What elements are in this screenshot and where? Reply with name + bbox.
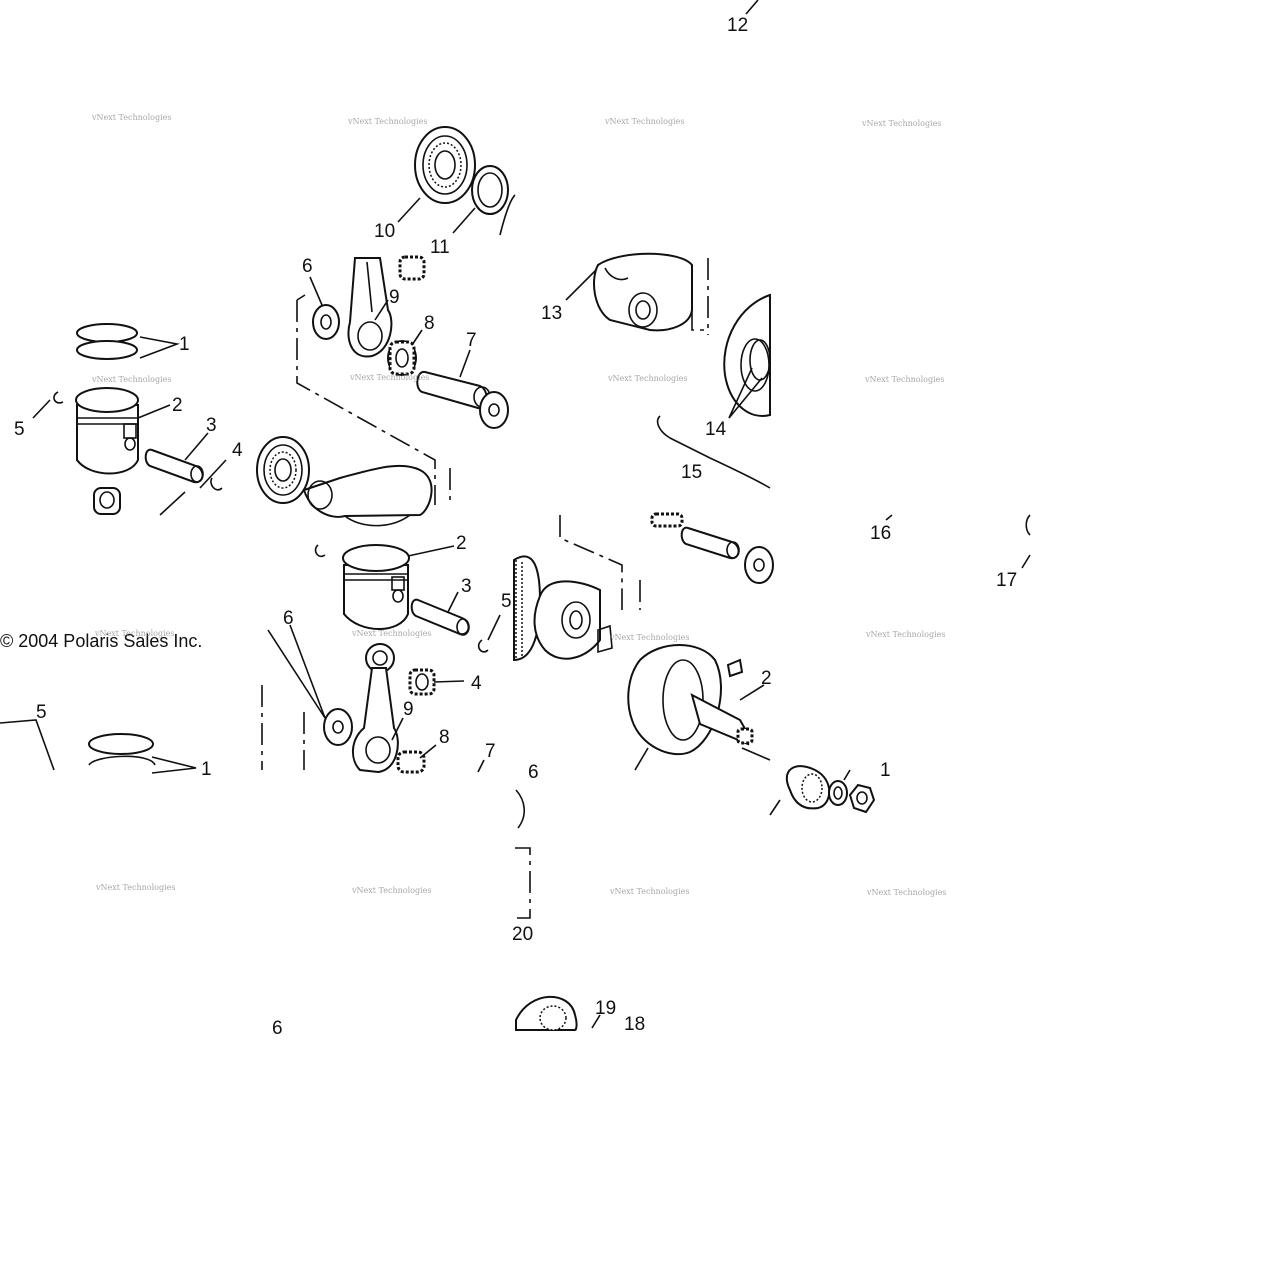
circlip-center bbox=[314, 544, 326, 558]
main-bearing-10 bbox=[414, 126, 476, 204]
thrust-washer-upper-right bbox=[479, 391, 509, 429]
crank-web-center bbox=[302, 464, 433, 527]
callout-3-center: 3 bbox=[461, 576, 472, 597]
callout-17: 17 bbox=[996, 570, 1017, 591]
callout-6: 6 bbox=[302, 256, 313, 277]
callout-9: 9 bbox=[389, 287, 400, 308]
connecting-rod-9-lower bbox=[352, 643, 399, 774]
partial-part-lower bbox=[515, 789, 525, 829]
oil-seal-11 bbox=[471, 165, 509, 215]
copyright-text: © 2004 Polaris Sales Inc. bbox=[0, 631, 202, 651]
watermark-2: vNext Technologies bbox=[347, 117, 427, 126]
watermark-7: vNext Technologies bbox=[607, 374, 687, 383]
callout-16: 16 bbox=[870, 523, 891, 544]
crank-pin-lower bbox=[680, 526, 740, 560]
watermark-5: vNext Technologies bbox=[91, 375, 171, 384]
needle-bearing-upper bbox=[398, 255, 426, 281]
piston-2-center bbox=[342, 544, 410, 630]
needle-bearing-4-lower bbox=[408, 668, 436, 696]
callout-6-center: 6 bbox=[283, 608, 294, 629]
connecting-rod-9-upper bbox=[347, 257, 393, 358]
wrist-pin-3-center bbox=[410, 598, 470, 636]
thrust-washer-6-upper bbox=[312, 304, 340, 340]
callout-11: 11 bbox=[430, 237, 450, 258]
crank-half-output bbox=[627, 644, 754, 756]
callout-fragment: 1 bbox=[880, 760, 891, 781]
crank-half-splined bbox=[513, 555, 613, 662]
thrust-washer-lower-right bbox=[744, 546, 774, 584]
callout-7: 7 bbox=[466, 330, 477, 351]
callout-20: 20 bbox=[512, 924, 533, 945]
watermark-13: vNext Technologies bbox=[95, 883, 175, 892]
callout-2: 2 bbox=[172, 395, 183, 416]
callout-3: 3 bbox=[206, 415, 217, 436]
callout-6-lower: 6 bbox=[528, 762, 539, 783]
callout-labels: 12 10 11 6 9 1 8 7 13 5 2 3 4 14 15 16 1… bbox=[14, 15, 1017, 1039]
callout-8-center: 8 bbox=[439, 727, 450, 748]
wrist-pin-3-left bbox=[144, 448, 204, 484]
callout-8: 8 bbox=[424, 313, 435, 334]
main-bearing-lower-right bbox=[785, 765, 831, 810]
nut bbox=[848, 783, 876, 814]
needle-bearing-left bbox=[93, 487, 121, 515]
callout-7-center: 7 bbox=[485, 741, 496, 762]
watermark-12: vNext Technologies bbox=[865, 630, 945, 639]
callout-5-lower: 5 bbox=[36, 702, 47, 723]
callout-19: 19 bbox=[595, 998, 616, 1019]
watermark-3: vNext Technologies bbox=[604, 117, 684, 126]
piston-2-left bbox=[75, 387, 139, 475]
callout-12: 12 bbox=[727, 15, 748, 36]
leader-lines bbox=[32, 0, 1031, 1029]
piston-rings-1-lower bbox=[88, 733, 156, 766]
circlip-5-left bbox=[53, 391, 64, 404]
callout-4: 4 bbox=[232, 440, 243, 461]
flywheel-14 bbox=[723, 293, 771, 417]
callout-1: 1 bbox=[179, 334, 190, 355]
watermark-15: vNext Technologies bbox=[609, 887, 689, 896]
callout-14: 14 bbox=[705, 419, 727, 440]
needle-bearing-8 bbox=[387, 340, 417, 376]
callout-5: 5 bbox=[14, 419, 25, 440]
piston-rings-1 bbox=[76, 323, 138, 360]
callout-10: 10 bbox=[374, 221, 395, 242]
callout-2-center: 2 bbox=[456, 533, 467, 554]
watermark-9: vNext Technologies bbox=[94, 629, 174, 638]
callout-2-right: 2 bbox=[761, 668, 772, 689]
dash-bracket-20 bbox=[515, 847, 531, 919]
bracket-15 bbox=[656, 415, 771, 489]
watermark-4: vNext Technologies bbox=[861, 119, 941, 128]
watermark-14: vNext Technologies bbox=[351, 886, 431, 895]
callout-9-center: 9 bbox=[403, 699, 414, 720]
watermark-16: vNext Technologies bbox=[866, 888, 946, 897]
washer-lower-right bbox=[828, 780, 848, 806]
needle-bearing-edge bbox=[650, 512, 684, 528]
needle-bearing-8-lower bbox=[396, 750, 426, 774]
circlip-5-center bbox=[477, 639, 489, 653]
thrust-washer-6-lower bbox=[323, 708, 353, 746]
callout-13: 13 bbox=[541, 303, 562, 324]
main-bearing-4 bbox=[256, 436, 310, 504]
watermarks: vNext Technologies vNext Technologies vN… bbox=[91, 113, 946, 897]
partial-seal-edge bbox=[499, 194, 516, 236]
watermark-1: vNext Technologies bbox=[91, 113, 171, 122]
callout-15: 15 bbox=[681, 462, 702, 483]
watermark-10: vNext Technologies bbox=[351, 629, 431, 638]
callout-1-lower: 1 bbox=[201, 759, 212, 780]
callout-4-center: 4 bbox=[471, 673, 482, 694]
bearing-19 bbox=[515, 995, 578, 1031]
callout-18: 18 bbox=[624, 1014, 645, 1035]
callout-6-bottom: 6 bbox=[272, 1018, 283, 1039]
callout-5-center: 5 bbox=[501, 591, 512, 612]
watermark-6: vNext Technologies bbox=[349, 373, 429, 382]
watermark-8: vNext Technologies bbox=[864, 375, 944, 384]
crank-counterweight-13 bbox=[593, 252, 693, 332]
watermark-11: vNext Technologies bbox=[609, 633, 689, 642]
